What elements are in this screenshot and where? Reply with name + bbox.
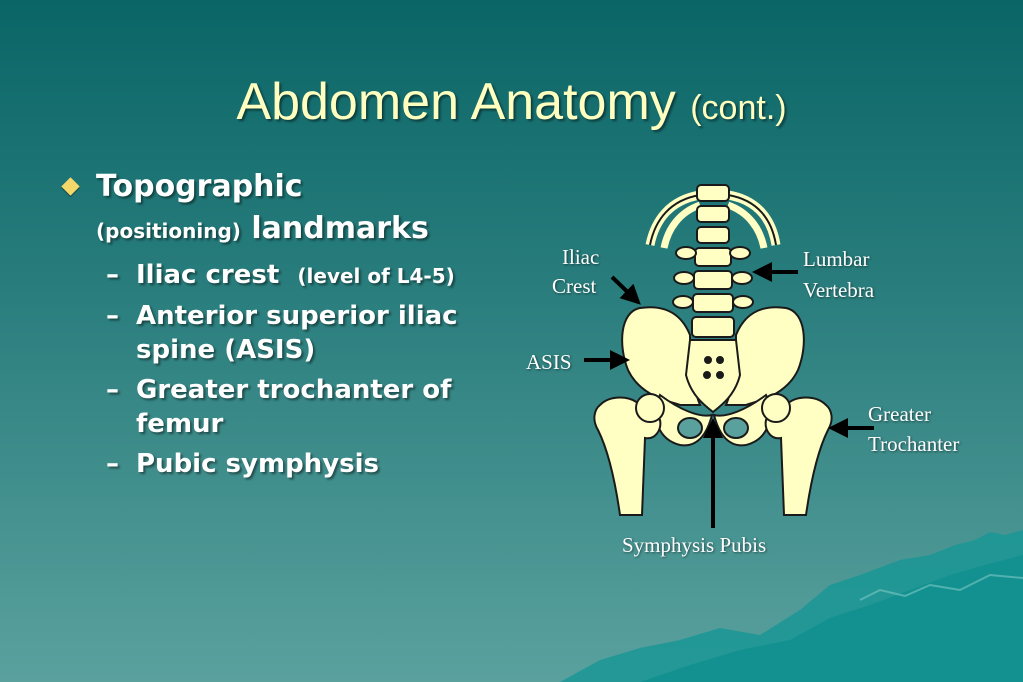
bullet-tail: landmarks [251,211,429,246]
sub-bullet-iliac-crest: – Iliac crest (level of L4-5) [62,258,522,293]
label-iliac-crest-line1: Iliac [562,245,600,269]
dash-marker: – [106,375,119,405]
sub-bullet-text: Pubic symphysis [136,449,380,479]
dash-marker: – [106,449,119,479]
sub-bullet-greater-trochanter: – Greater trochanter of femur [62,373,522,441]
label-lumbar-line2: Vertebra [803,278,875,302]
sub-bullet-list: – Iliac crest (level of L4-5) – Anterior… [62,258,522,481]
label-iliac-crest-line2: Crest [552,274,597,298]
sub-bullet-text: Greater trochanter of femur [136,375,452,439]
title-main: Abdomen Anatomy [236,73,676,131]
label-lumbar-line1: Lumbar [803,247,870,271]
dash-marker: – [106,260,119,290]
label-greater-line2: Trochanter [868,432,960,456]
bullet-main-text: Topographic [96,169,303,204]
sub-bullet-note: (level of L4-5) [297,264,455,288]
lumbar-spine [672,184,754,338]
label-asis: ASIS [526,350,572,374]
sub-bullet-pubic-symphysis: – Pubic symphysis [62,447,522,481]
sub-bullet-asis: – Anterior superior iliac spine (ASIS) [62,299,522,367]
dash-marker: – [106,301,119,331]
label-arrows [584,262,874,528]
ribs-illustration [645,190,781,249]
femurs [593,393,833,516]
bullet-list: Topographic (positioning) landmarks – Il… [61,166,522,481]
bullet-qualifier: (positioning) [96,219,241,243]
bullet-main: Topographic (positioning) landmarks [61,166,522,252]
label-symphysis-pubis: Symphysis Pubis [622,533,767,557]
slide-title: Abdomen Anatomy (cont.) [0,72,1023,132]
label-greater-line1: Greater [868,402,931,426]
sub-bullet-text: Anterior superior iliac spine (ASIS) [136,301,458,365]
title-suffix: (cont.) [690,89,787,127]
sub-bullet-text: Iliac crest [136,260,280,290]
pelvis [621,306,805,447]
